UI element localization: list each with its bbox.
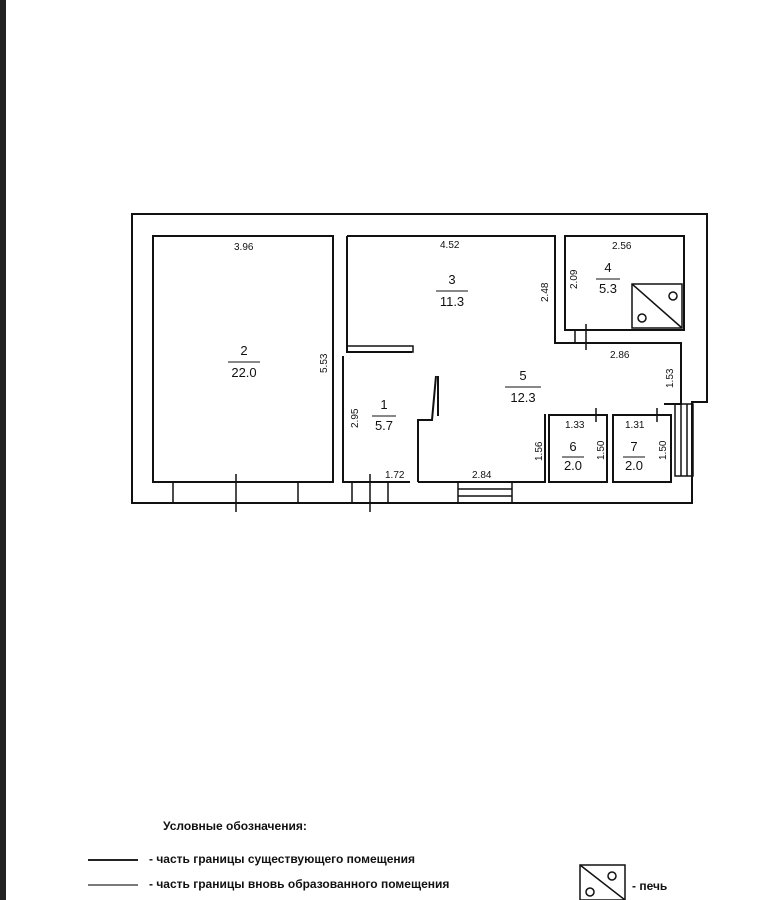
room-3-area: 11.3: [440, 294, 464, 309]
room-2-outline: [152, 235, 334, 483]
room-5-number: 5: [519, 368, 526, 383]
partition-stub: [346, 345, 414, 353]
dim-3-96: 3.96: [234, 242, 254, 253]
legend-stove-label: - печь: [632, 879, 668, 893]
dim-2-86: 2.86: [610, 350, 630, 361]
legend-new-boundary: - часть границы вновь образованного поме…: [149, 877, 450, 891]
room-4-area: 5.3: [599, 281, 617, 296]
room-5-area: 12.3: [510, 390, 535, 405]
dim-2-84: 2.84: [472, 470, 492, 481]
building-outer-wall: [131, 213, 708, 504]
dim-1-72: 1.72: [385, 470, 405, 481]
room-1-right-wall: [417, 375, 437, 482]
room-3-number: 3: [448, 272, 455, 287]
dim-5-53: 5.53: [319, 353, 330, 373]
room-3-left-wall: [346, 236, 412, 353]
page-left-edge: [0, 0, 6, 900]
room-6-number: 6: [569, 439, 576, 454]
dim-1-50-a: 1.50: [596, 440, 607, 460]
room-4-outline: [564, 235, 685, 331]
legend-existing-line: [88, 859, 138, 861]
dim-2-56: 2.56: [612, 241, 632, 252]
porch-steps: [674, 403, 694, 477]
stove-symbol: [631, 283, 683, 329]
room-2-area: 22.0: [231, 365, 256, 380]
dim-1-50-b: 1.50: [658, 440, 669, 460]
entrance-steps: [457, 481, 513, 504]
room-2-number: 2: [240, 343, 247, 358]
dim-4-52: 4.52: [440, 240, 460, 251]
room-1-number: 1: [380, 397, 387, 412]
room-3-5-wall: [347, 235, 682, 405]
legend-title: Условные обозначения:: [163, 819, 307, 833]
room-6-outline: [548, 414, 608, 483]
room-6-area: 2.0: [564, 458, 582, 473]
dim-2-48: 2.48: [540, 282, 551, 302]
legend-stove-icon: [579, 864, 626, 900]
legend-existing-boundary: - часть границы существующего помещения: [149, 852, 416, 866]
dim-2-09: 2.09: [569, 269, 580, 289]
dim-1-31: 1.31: [625, 420, 645, 431]
dim-2-95: 2.95: [350, 408, 361, 428]
dim-1-56: 1.56: [534, 441, 545, 461]
room-7-number: 7: [630, 439, 637, 454]
room-4-number: 4: [604, 260, 611, 275]
window-marks: [172, 324, 658, 512]
room-7-outline: [612, 414, 672, 483]
room-1-area: 5.7: [375, 418, 393, 433]
room-7-area: 2.0: [625, 458, 643, 473]
dim-1-53: 1.53: [665, 368, 676, 388]
dim-1-33: 1.33: [565, 420, 585, 431]
legend-new-line: [88, 884, 138, 886]
